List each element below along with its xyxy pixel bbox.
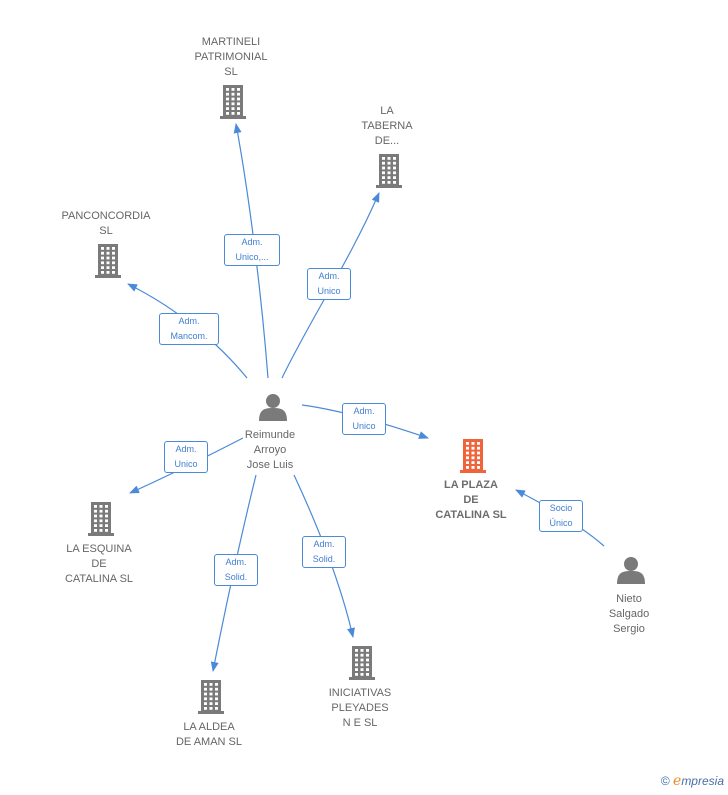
brand-name: mpresia <box>681 774 724 788</box>
building-icon-aldea[interactable] <box>198 680 224 714</box>
edge-label-reimunde-esquina[interactable]: Adm. Unico <box>164 441 208 473</box>
copyright-footer: © empresia <box>661 773 724 789</box>
building-icon-iniciativas[interactable] <box>349 646 375 680</box>
node-label-taberna[interactable]: LA TABERNA DE... <box>361 105 413 147</box>
brand-logo-letter: e <box>673 773 682 789</box>
edges-layer <box>127 123 605 672</box>
edge-label-reimunde-panconcordia[interactable]: Adm. Mancom. <box>159 313 219 345</box>
person-icon-reimunde[interactable] <box>259 394 287 421</box>
node-label-nieto[interactable]: Nieto Salgado Sergio <box>608 593 650 635</box>
building-icon-martineli[interactable] <box>220 85 246 119</box>
node-label-panconcordia[interactable]: PANCONCORDIA SL <box>61 210 151 237</box>
node-label-aldea[interactable]: LA ALDEA DE AMAN SL <box>175 721 243 748</box>
node-label-reimunde[interactable]: Reimunde Arroyo Jose Luis <box>244 429 296 471</box>
building-icon-panconcordia[interactable] <box>95 244 121 278</box>
node-label-plaza[interactable]: LA PLAZA DE CATALINA SL <box>435 479 507 521</box>
building-icon-taberna[interactable] <box>376 154 402 188</box>
node-label-esquina[interactable]: LA ESQUINA DE CATALINA SL <box>64 543 134 585</box>
copyright-symbol: © <box>660 774 670 788</box>
node-label-martineli[interactable]: MARTINELI PATRIMONIAL SL <box>194 36 268 78</box>
person-icon-nieto[interactable] <box>617 557 645 584</box>
node-label-iniciativas[interactable]: INICIATIVAS PLEYADES N E SL <box>328 687 392 729</box>
edge-label-reimunde-aldea[interactable]: Adm. Solid. <box>214 554 258 586</box>
edge-label-reimunde-iniciativas[interactable]: Adm. Solid. <box>302 536 346 568</box>
edge-label-reimunde-taberna[interactable]: Adm. Unico <box>307 268 351 300</box>
edge-label-reimunde-martineli[interactable]: Adm. Unico,... <box>224 234 280 266</box>
edge-label-reimunde-plaza[interactable]: Adm. Unico <box>342 403 386 435</box>
building-icon-esquina[interactable] <box>88 502 114 536</box>
edge-label-nieto-plaza[interactable]: Socio Único <box>539 500 583 532</box>
building-icon-plaza[interactable] <box>460 439 486 473</box>
icons-layer <box>88 85 645 714</box>
